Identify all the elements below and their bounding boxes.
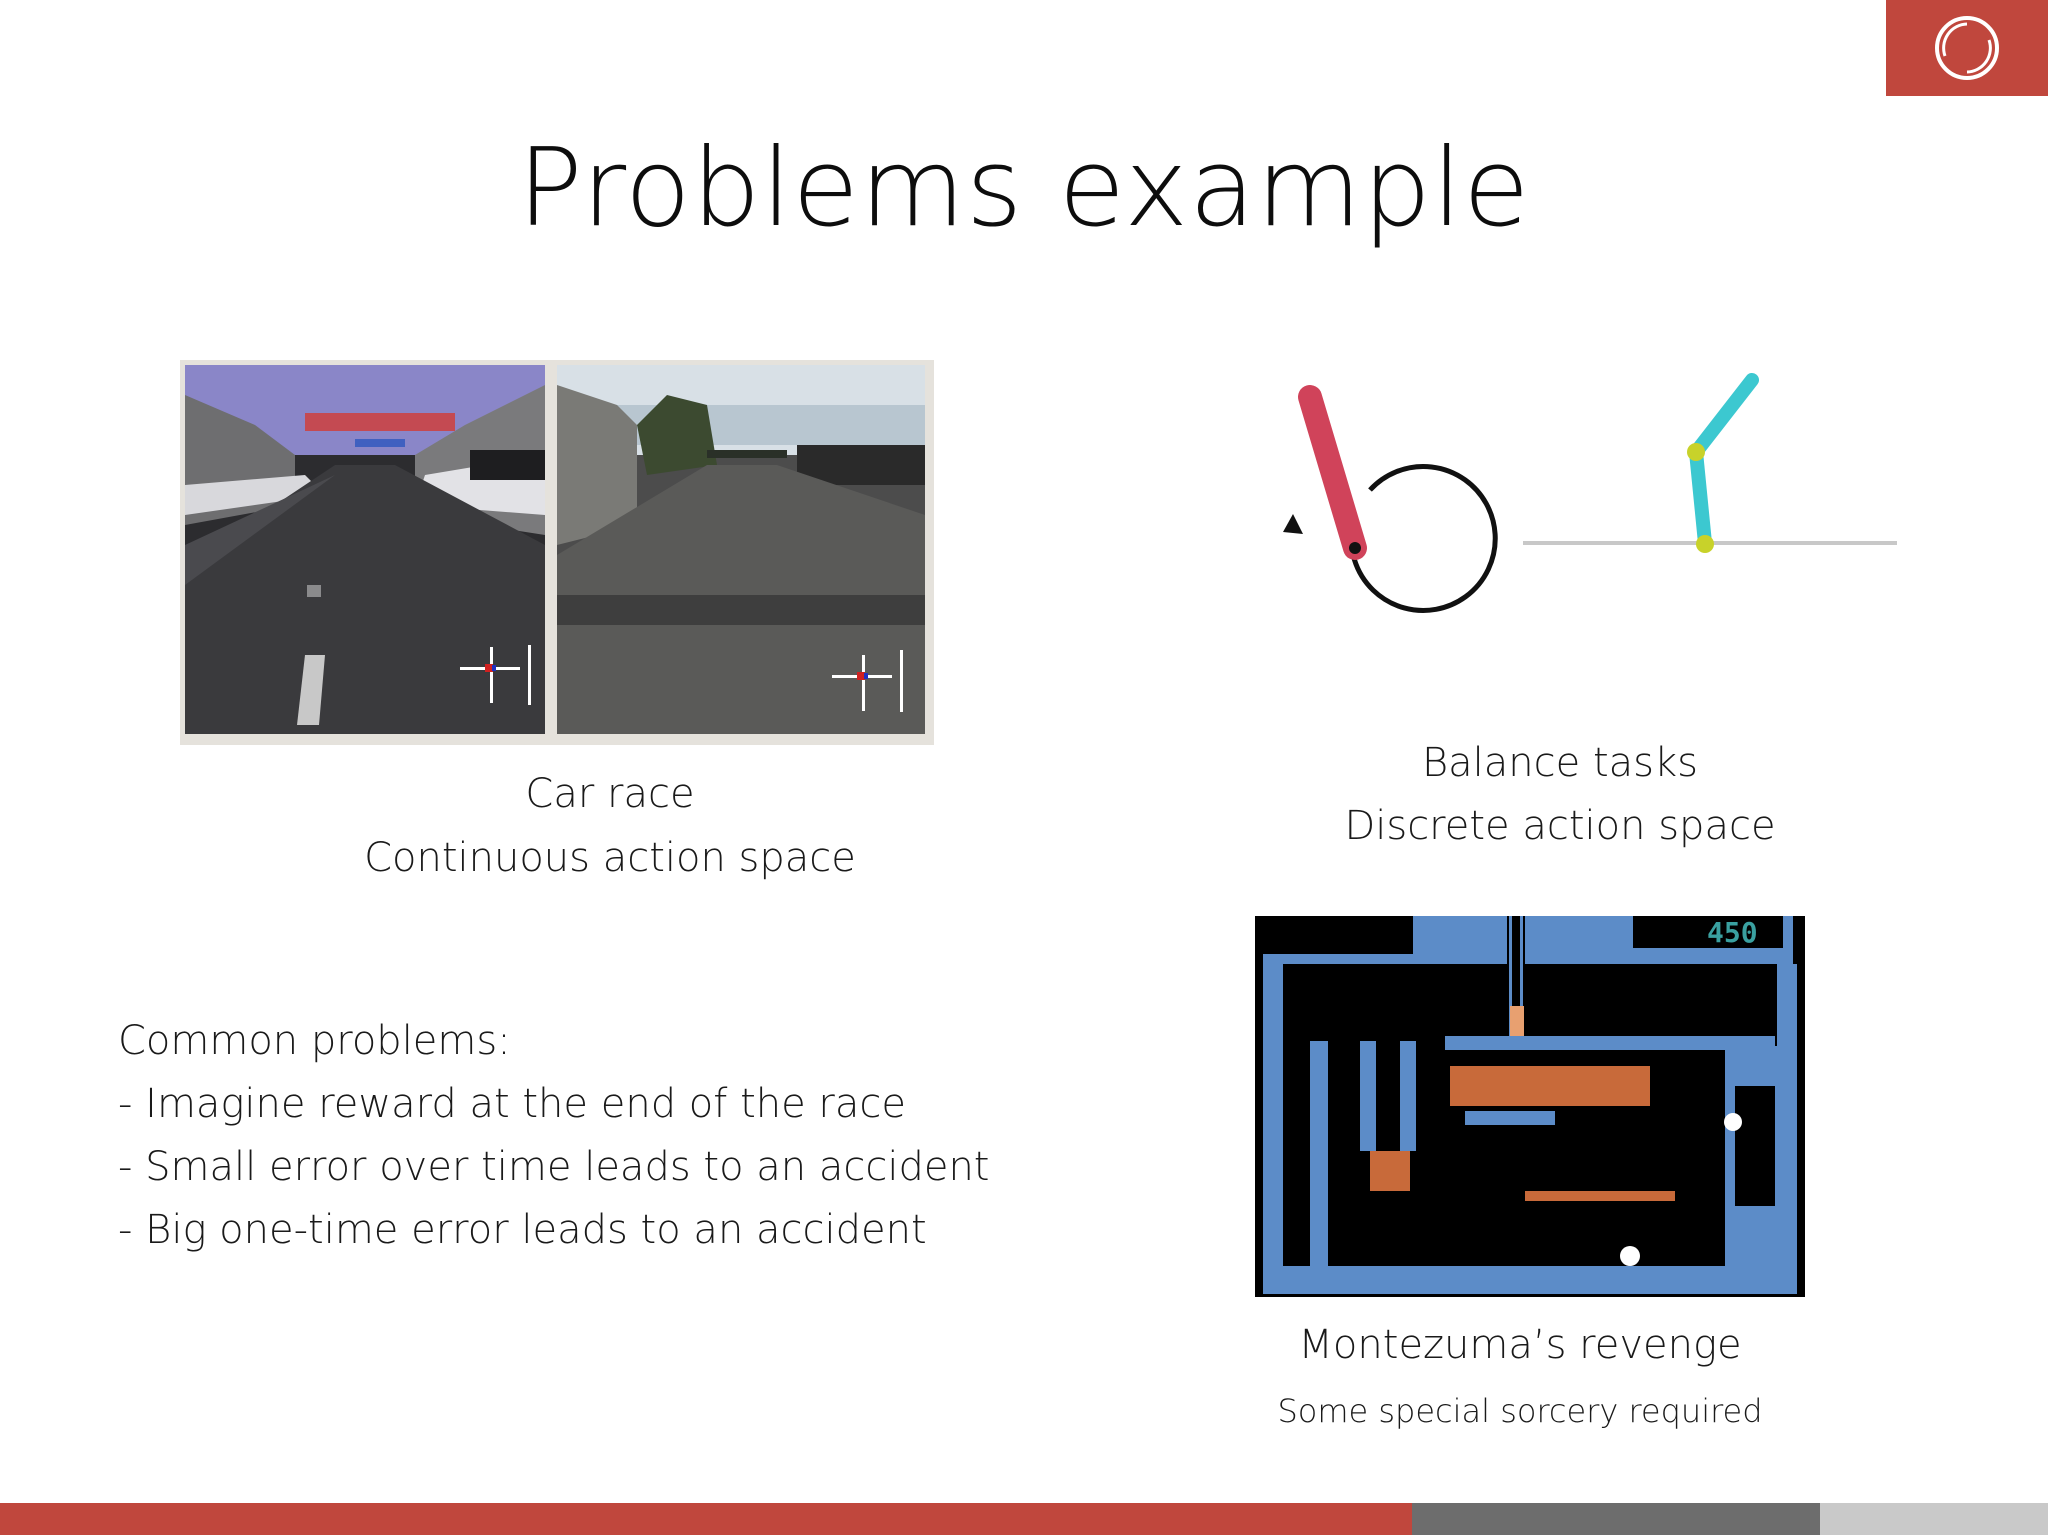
common-problems-list: Common problems: - Imagine reward at the… <box>118 1010 1078 1262</box>
car-race-caption-subtitle: Continuous action space <box>364 835 856 881</box>
ring-logo-icon <box>1935 16 1999 80</box>
footer-segment-dark <box>1412 1503 1820 1535</box>
montezuma-caption-title: Montezuma’s revenge <box>1298 1322 1742 1368</box>
acrobot-illustration <box>1523 373 1897 553</box>
rotation-arrow-icon <box>1283 514 1303 534</box>
balance-caption-subtitle: Discrete action space <box>1344 803 1776 849</box>
montezuma-screenshot: 450 <box>1255 916 1805 1297</box>
car-race-images <box>180 360 934 745</box>
footer-segment-light <box>1820 1503 2048 1535</box>
car-race-screenshot-right <box>557 365 925 734</box>
car-race-screenshot-left <box>185 365 545 734</box>
footer-bar <box>0 1503 2048 1535</box>
balance-tasks-diagram <box>1265 360 1905 640</box>
problem-item: - Small error over time leads to an acci… <box>118 1144 990 1190</box>
score-label: 450 <box>1707 916 1758 949</box>
car-race-caption-title: Car race <box>525 771 695 817</box>
montezuma-caption-subtitle: Some special sorcery required <box>1277 1392 1763 1430</box>
problem-item: - Big one-time error leads to an acciden… <box>118 1207 927 1253</box>
player-sprite <box>1510 1006 1524 1036</box>
brand-logo <box>1886 0 2048 96</box>
problems-heading: Common problems: <box>118 1018 511 1064</box>
skull-icon <box>1620 1246 1640 1266</box>
balance-caption-title: Balance tasks <box>1421 740 1699 786</box>
footer-segment-red <box>0 1503 1412 1535</box>
pendulum-illustration <box>1283 385 1498 613</box>
problem-item: - Imagine reward at the end of the race <box>118 1081 906 1127</box>
slide-title: Problems example <box>517 126 1531 251</box>
